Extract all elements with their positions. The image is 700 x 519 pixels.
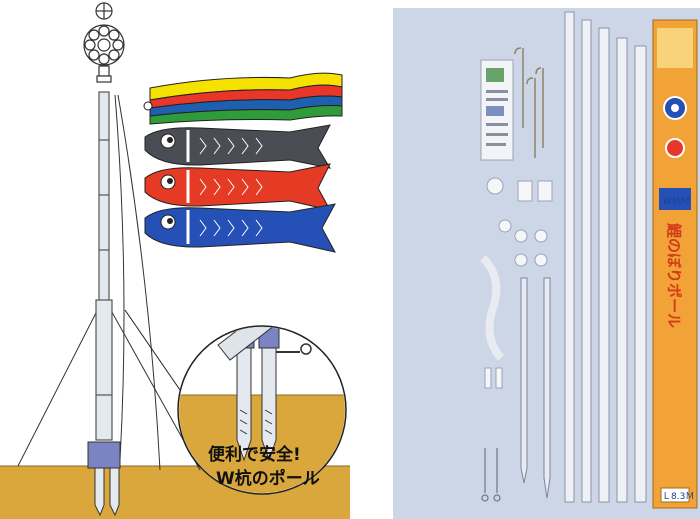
long-poles xyxy=(564,11,647,503)
box-title: 鯉のぼりポール xyxy=(665,223,683,328)
koi-blue xyxy=(144,203,336,253)
pole xyxy=(95,91,113,441)
pole-top-ornament xyxy=(83,2,125,83)
box-code: Ｌ8.3Ｍ xyxy=(662,492,694,502)
product-illustration: 便利で安全! W杭のポール xyxy=(0,2,350,519)
streamer xyxy=(143,72,343,125)
callout-line-2: W杭のポール xyxy=(216,468,320,489)
instruction-sheet xyxy=(480,59,514,161)
fittings xyxy=(480,177,553,389)
small-stakes xyxy=(520,277,551,499)
koi-black xyxy=(144,124,332,169)
product-box: Ｗ杭付 鯉のぼりポール Ｌ8.3Ｍ xyxy=(652,19,698,509)
koi-red xyxy=(144,163,331,211)
callout-line-1: 便利で安全! xyxy=(208,444,301,465)
box-subtitle: Ｗ杭付 xyxy=(663,195,690,207)
product-parts-photo: Ｗ杭付 鯉のぼりポール Ｌ8.3Ｍ xyxy=(393,8,700,519)
base-bracket xyxy=(87,441,121,517)
wire-hooks xyxy=(514,47,544,158)
turnbuckles xyxy=(481,448,501,502)
